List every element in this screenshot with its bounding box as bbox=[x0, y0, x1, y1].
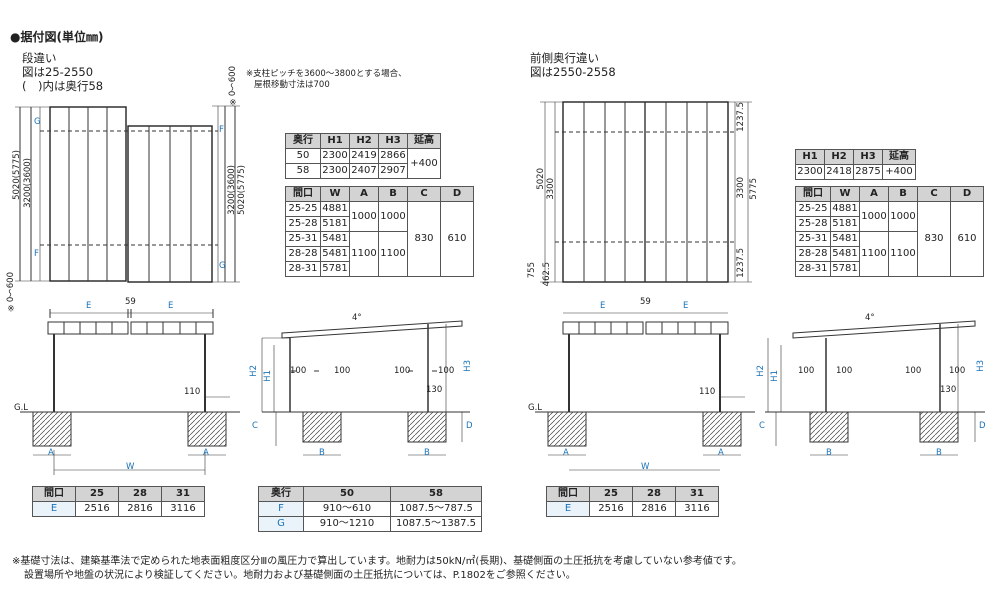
dim-100-b: 100 bbox=[334, 366, 351, 376]
footnote-line-1: ※基礎寸法は、建築基準法で定められた地表面粗度区分Ⅲの風圧力で算出しています。地… bbox=[12, 556, 742, 567]
rdim-b-1: B bbox=[826, 448, 832, 458]
rdim-gap: 59 bbox=[640, 297, 651, 307]
page-title: ●据付図(単位㎜) bbox=[10, 30, 104, 44]
dim-100-a: 100 bbox=[290, 366, 307, 376]
dim-post: 110 bbox=[184, 387, 201, 397]
rdim-755: 755 bbox=[527, 262, 537, 279]
rdim-h3: H3 bbox=[976, 360, 986, 372]
rdim-100-a: 100 bbox=[798, 366, 815, 376]
left-sub2: ( )内は奥行58 bbox=[22, 79, 104, 93]
dim-130: 130 bbox=[426, 385, 443, 395]
dim-deg: 4° bbox=[352, 313, 362, 323]
dim-a-2: A bbox=[203, 448, 209, 458]
rdim-b-2: B bbox=[936, 448, 942, 458]
dim-h-total: 5020(5775) bbox=[12, 150, 22, 200]
left-note-1: ※支柱ピッチを3600～3800とする場合、 bbox=[246, 69, 407, 79]
dim-h2: H2 bbox=[249, 365, 259, 377]
rdim-c: C bbox=[759, 421, 765, 431]
dim-100-d: 100 bbox=[438, 366, 455, 376]
dim-b-1: B bbox=[319, 448, 325, 458]
right-heading: 前側奥行違い bbox=[530, 51, 599, 65]
rdim-e-1: E bbox=[600, 301, 606, 311]
dim-b-2: B bbox=[424, 448, 430, 458]
gl-label: G.L bbox=[14, 403, 29, 413]
right-front-elevation bbox=[535, 312, 755, 471]
rgl-label: G.L bbox=[528, 403, 543, 413]
dim-a-1: A bbox=[48, 448, 54, 458]
rdim-h2: H2 bbox=[756, 365, 766, 377]
dim-g-right: G bbox=[219, 261, 226, 271]
left-plan-view bbox=[15, 105, 240, 283]
rdim-a-1: A bbox=[563, 448, 569, 458]
dim-100-c: 100 bbox=[394, 366, 411, 376]
rdim-w: W bbox=[641, 462, 650, 472]
right-sub1: 図は2550-2558 bbox=[530, 65, 616, 79]
rdim-1237-bot: 1237.5 bbox=[736, 248, 746, 278]
rdim-3300-l: 3300 bbox=[546, 178, 556, 200]
rdim-d: D bbox=[979, 421, 986, 431]
left-front-elevation bbox=[20, 309, 240, 475]
dim-gap: 59 bbox=[125, 297, 136, 307]
footnote-line-2: 設置場所や地盤の状況により検証してください。地耐力および基礎側面の土圧抵抗につい… bbox=[24, 570, 576, 581]
right-plan-view bbox=[540, 101, 752, 283]
left-note-2: 屋根移動寸法は700 bbox=[254, 80, 330, 90]
dim-f-right: F bbox=[219, 125, 224, 135]
rdim-130: 130 bbox=[940, 385, 957, 395]
rdim-3300-r: 3300 bbox=[736, 177, 746, 199]
rdim-post: 110 bbox=[699, 387, 716, 397]
dim-h-r-inner: 3200(3600) bbox=[227, 165, 237, 215]
dim-e-2: E bbox=[168, 301, 174, 311]
dim-w: W bbox=[126, 462, 135, 472]
left-side-elevation bbox=[261, 320, 470, 456]
rdim-deg: 4° bbox=[865, 313, 875, 323]
rdim-462: 462.5 bbox=[542, 262, 552, 287]
rdim-100-b: 100 bbox=[836, 366, 853, 376]
dim-e-1: E bbox=[86, 301, 92, 311]
dim-c: C bbox=[252, 421, 258, 431]
dim-h-inner: 3200(3600) bbox=[23, 158, 33, 208]
rdim-a-2: A bbox=[718, 448, 724, 458]
dim-f-left: F bbox=[34, 249, 39, 259]
rdim-e-2: E bbox=[683, 301, 689, 311]
dim-range-top: ※0～600 bbox=[228, 66, 238, 107]
rdim-100-d: 100 bbox=[949, 366, 966, 376]
rdim-5020: 5020 bbox=[536, 168, 546, 190]
rdim-5775: 5775 bbox=[749, 178, 759, 200]
dim-h1: H1 bbox=[263, 370, 273, 382]
dim-d: D bbox=[466, 421, 473, 431]
left-sub1: 図は25-2550 bbox=[22, 65, 94, 79]
right-side-elevation bbox=[765, 320, 985, 456]
left-heading: 段違い bbox=[22, 51, 57, 65]
dim-h-r-total: 5020(5775) bbox=[237, 165, 247, 215]
rdim-1237-top: 1237.5 bbox=[736, 102, 746, 132]
dim-g-left: G bbox=[34, 117, 41, 127]
rdim-100-c: 100 bbox=[905, 366, 922, 376]
dim-range-bot: ※0～600 bbox=[6, 272, 16, 313]
rdim-h1: H1 bbox=[770, 370, 780, 382]
dim-h3: H3 bbox=[463, 360, 473, 372]
